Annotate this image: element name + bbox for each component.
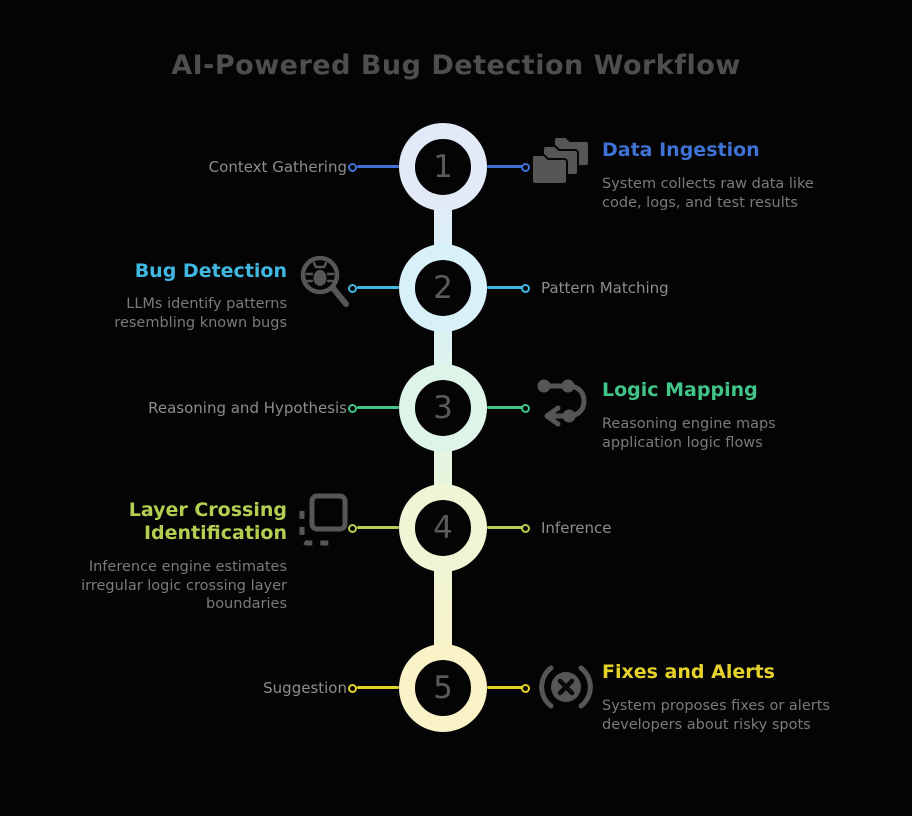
- connector-dot: [521, 524, 530, 533]
- page-title: AI-Powered Bug Detection Workflow: [171, 50, 741, 81]
- connector-line: [357, 165, 399, 168]
- connector-line: [357, 286, 399, 289]
- connector-line: [357, 406, 399, 409]
- step-4-heading: Layer Crossing Identification: [128, 499, 287, 544]
- connector-line: [357, 686, 399, 689]
- dashed-square-icon: [295, 491, 351, 555]
- connector-dot: [348, 163, 357, 172]
- connector-dot: [521, 404, 530, 413]
- connector-line: [487, 526, 525, 529]
- step-5-description: System proposes fixes or alerts develope…: [602, 698, 830, 733]
- step-number-3: 3: [433, 389, 453, 426]
- step-5-side-label: Suggestion: [263, 679, 347, 697]
- step-circle-3: 3: [399, 364, 487, 452]
- step-1-description: System collects raw data like code, logs…: [602, 176, 814, 211]
- step-number-4: 4: [433, 509, 453, 546]
- alert-brake-icon: [538, 659, 594, 715]
- connector-line: [487, 686, 525, 689]
- step-number-1: 1: [433, 148, 453, 185]
- connector-dot: [521, 284, 530, 293]
- route-flow-icon: [532, 373, 590, 431]
- step-3-description: Reasoning engine maps application logic …: [602, 416, 776, 451]
- connector-line: [487, 406, 525, 409]
- bug-magnifier-icon: [296, 251, 354, 311]
- connector-line: [487, 165, 525, 168]
- step-2-description: LLMs identify patterns resembling known …: [114, 296, 287, 331]
- step-5-heading: Fixes and Alerts: [602, 661, 775, 683]
- connector-dot: [348, 524, 357, 533]
- step-circle-1: 1: [399, 123, 487, 211]
- step-circle-5: 5: [399, 644, 487, 732]
- step-number-5: 5: [433, 669, 453, 706]
- connector-line: [487, 286, 525, 289]
- folders-stack-icon: [530, 132, 592, 192]
- connector-line: [357, 526, 399, 529]
- step-4-description: Inference engine estimates irregular log…: [81, 559, 287, 612]
- connector-dot: [348, 284, 357, 293]
- step-4-side-label: Inference: [541, 519, 612, 537]
- step-2-side-label: Pattern Matching: [541, 279, 669, 297]
- connector-dot: [521, 163, 530, 172]
- step-1-heading: Data Ingestion: [602, 139, 760, 161]
- step-3-heading: Logic Mapping: [602, 379, 758, 401]
- step-1-side-label: Context Gathering: [208, 158, 347, 176]
- step-2-heading: Bug Detection: [134, 260, 287, 282]
- connector-dot: [348, 684, 357, 693]
- connector-dot: [521, 684, 530, 693]
- connector-dot: [348, 404, 357, 413]
- step-number-2: 2: [433, 269, 453, 306]
- step-circle-4: 4: [399, 484, 487, 572]
- step-circle-2: 2: [399, 244, 487, 332]
- step-3-side-label: Reasoning and Hypothesis: [148, 399, 347, 417]
